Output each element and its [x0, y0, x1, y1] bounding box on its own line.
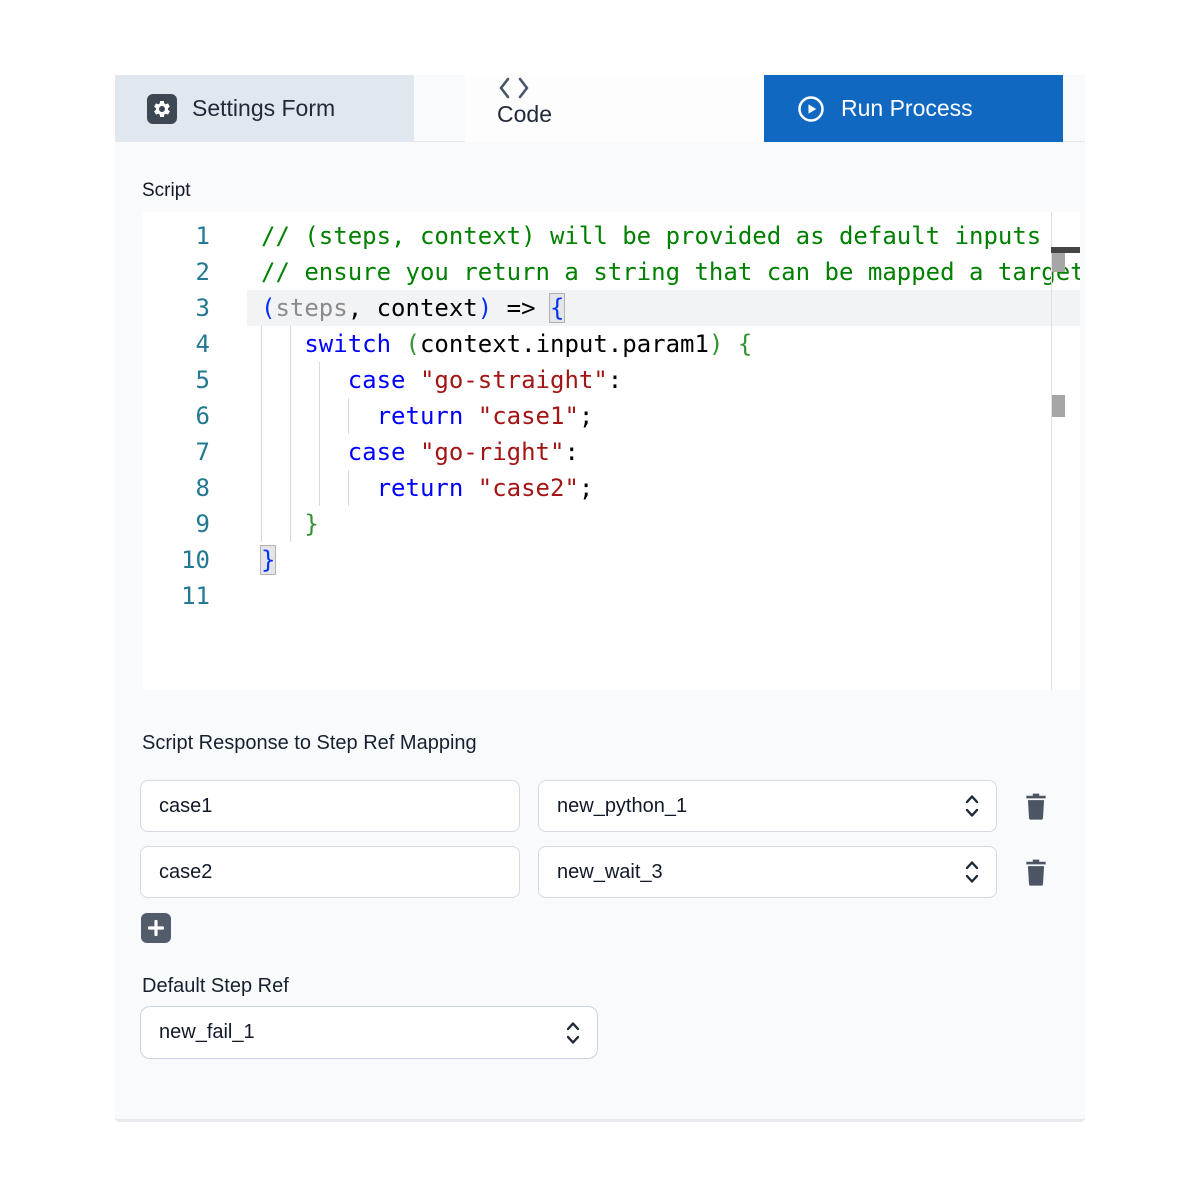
code-line: 3 (steps, context) => {	[143, 290, 1080, 326]
tab-code[interactable]: Code	[465, 75, 764, 142]
step-ref-select-value: new_python_1	[557, 794, 688, 817]
indent-guide	[261, 398, 262, 434]
indent-guide	[347, 398, 349, 434]
code-line: 8 return "case2";	[143, 470, 1080, 506]
line-number: 7	[195, 438, 210, 466]
trash-icon	[1026, 793, 1046, 820]
mapping-section-title: Script Response to Step Ref Mapping	[142, 732, 477, 754]
indent-guide	[289, 326, 291, 362]
code-line: 4 switch (context.input.param1) {	[143, 326, 1080, 362]
mapping-row: new_wait_3	[140, 846, 1051, 898]
code-text: (steps, context) => {	[261, 293, 566, 323]
step-ref-select[interactable]: new_wait_3	[538, 846, 997, 898]
step-ref-select[interactable]: new_python_1	[538, 780, 997, 832]
active-line-highlight	[247, 290, 1080, 326]
tab-run-process-label: Run Process	[841, 95, 973, 121]
response-input[interactable]	[140, 780, 520, 832]
line-number: 5	[195, 366, 210, 394]
gear-icon	[147, 93, 177, 124]
code-line: 9 }	[143, 506, 1080, 542]
tab-run-process[interactable]: Run Process	[764, 75, 1063, 142]
script-label: Script	[142, 180, 191, 201]
tab-code-label: Code	[497, 101, 552, 127]
code-line: 2 // ensure you return a string that can …	[143, 254, 1080, 290]
code-icon	[497, 75, 764, 101]
tab-bar: Settings Form Code Run Process	[115, 75, 1085, 142]
chevron-up-down-icon	[962, 791, 982, 821]
response-input[interactable]	[140, 846, 520, 898]
indent-guide	[289, 434, 291, 470]
scrollbar-top-bar	[1051, 247, 1080, 253]
line-number: 3	[195, 294, 210, 322]
plus-icon	[147, 919, 165, 937]
trash-icon	[1026, 859, 1046, 886]
delete-row-button[interactable]	[1021, 791, 1051, 821]
code-text: return "case2";	[376, 474, 594, 502]
indent-guide	[261, 326, 262, 362]
chevron-up-down-icon	[563, 1018, 583, 1048]
code-line: 1 // (steps, context) will be provided as…	[143, 218, 1080, 254]
default-step-ref-label: Default Step Ref	[142, 975, 289, 997]
code-line: 5 case "go-straight":	[143, 362, 1080, 398]
code-text: // ensure you return a string that can b…	[261, 258, 1080, 286]
indent-guide	[289, 362, 291, 398]
code-line: 10}	[143, 542, 1080, 578]
code-line: 7 case "go-right":	[143, 434, 1080, 470]
code-line: 6 return "case1";	[143, 398, 1080, 434]
indent-guide	[289, 398, 291, 434]
default-step-ref-value: new_fail_1	[159, 1021, 255, 1043]
default-step-ref-select[interactable]: new_fail_1	[140, 1006, 598, 1059]
indent-guide	[318, 470, 320, 506]
code-text: case "go-right":	[347, 438, 579, 466]
delete-row-button[interactable]	[1021, 857, 1051, 887]
process-config-panel: Settings Form Code Run Process Script 1 /…	[115, 75, 1085, 1122]
code-text: return "case1";	[376, 402, 594, 430]
code-text: }	[304, 510, 319, 538]
code-line: 11	[143, 578, 1080, 614]
indent-guide	[318, 434, 320, 470]
indent-guide	[318, 398, 320, 434]
tab-settings-form[interactable]: Settings Form	[115, 75, 414, 142]
scrollbar-thumb[interactable]	[1052, 395, 1065, 417]
code-text: // (steps, context) will be provided as …	[261, 222, 1042, 250]
chevron-up-down-icon	[962, 857, 982, 887]
tab-settings-form-label: Settings Form	[192, 95, 336, 121]
mapping-row: new_python_1	[140, 780, 1051, 832]
line-number: 11	[181, 582, 210, 610]
play-icon	[796, 94, 826, 124]
code-text: switch (context.input.param1) {	[304, 330, 753, 358]
line-number: 4	[195, 330, 210, 358]
step-ref-select-value: new_wait_3	[557, 860, 663, 883]
indent-guide	[347, 470, 349, 506]
indent-guide	[261, 470, 262, 506]
line-number: 8	[195, 474, 210, 502]
scrollbar-thumb-top[interactable]	[1052, 253, 1065, 272]
editor-ruler-line	[1051, 212, 1052, 690]
indent-guide	[289, 506, 291, 542]
line-number: 10	[181, 546, 210, 574]
code-lines: 1 // (steps, context) will be provided as…	[143, 212, 1080, 614]
indent-guide	[261, 434, 262, 470]
line-number: 2	[195, 258, 210, 286]
line-number: 6	[195, 402, 210, 430]
code-text: }	[259, 545, 277, 575]
line-number: 1	[195, 222, 210, 250]
indent-guide	[261, 362, 262, 398]
indent-guide	[318, 362, 320, 398]
add-mapping-row-button[interactable]	[141, 913, 171, 943]
line-number: 9	[195, 510, 210, 538]
indent-guide	[261, 506, 262, 542]
code-text: case "go-straight":	[347, 366, 623, 394]
script-code-editor[interactable]: 1 // (steps, context) will be provided as…	[143, 212, 1080, 690]
indent-guide	[289, 470, 291, 506]
